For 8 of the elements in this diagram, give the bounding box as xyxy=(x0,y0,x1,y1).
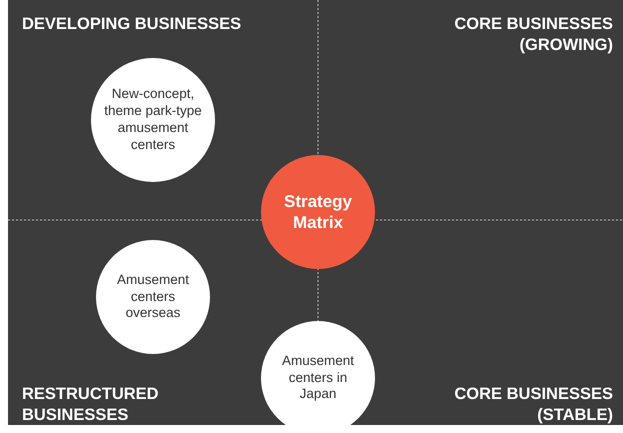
quadrant-heading: DEVELOPING BUSINESSES xyxy=(22,14,242,35)
circle-label: Amusement centers in Japan xyxy=(280,352,356,404)
quadrant-heading: CORE BUSINESSES (STABLE) xyxy=(453,384,613,425)
circle-label: New-concept, theme park-type amusement centers xyxy=(103,86,203,154)
circle-label: Amusement centers overseas xyxy=(116,272,190,322)
quadrant-heading: CORE BUSINESSES (GROWING) xyxy=(453,14,613,56)
circle-label: Strategy Matrix xyxy=(282,190,354,234)
quadrant-heading: RESTRUCTURED BUSINESSES xyxy=(22,384,160,425)
